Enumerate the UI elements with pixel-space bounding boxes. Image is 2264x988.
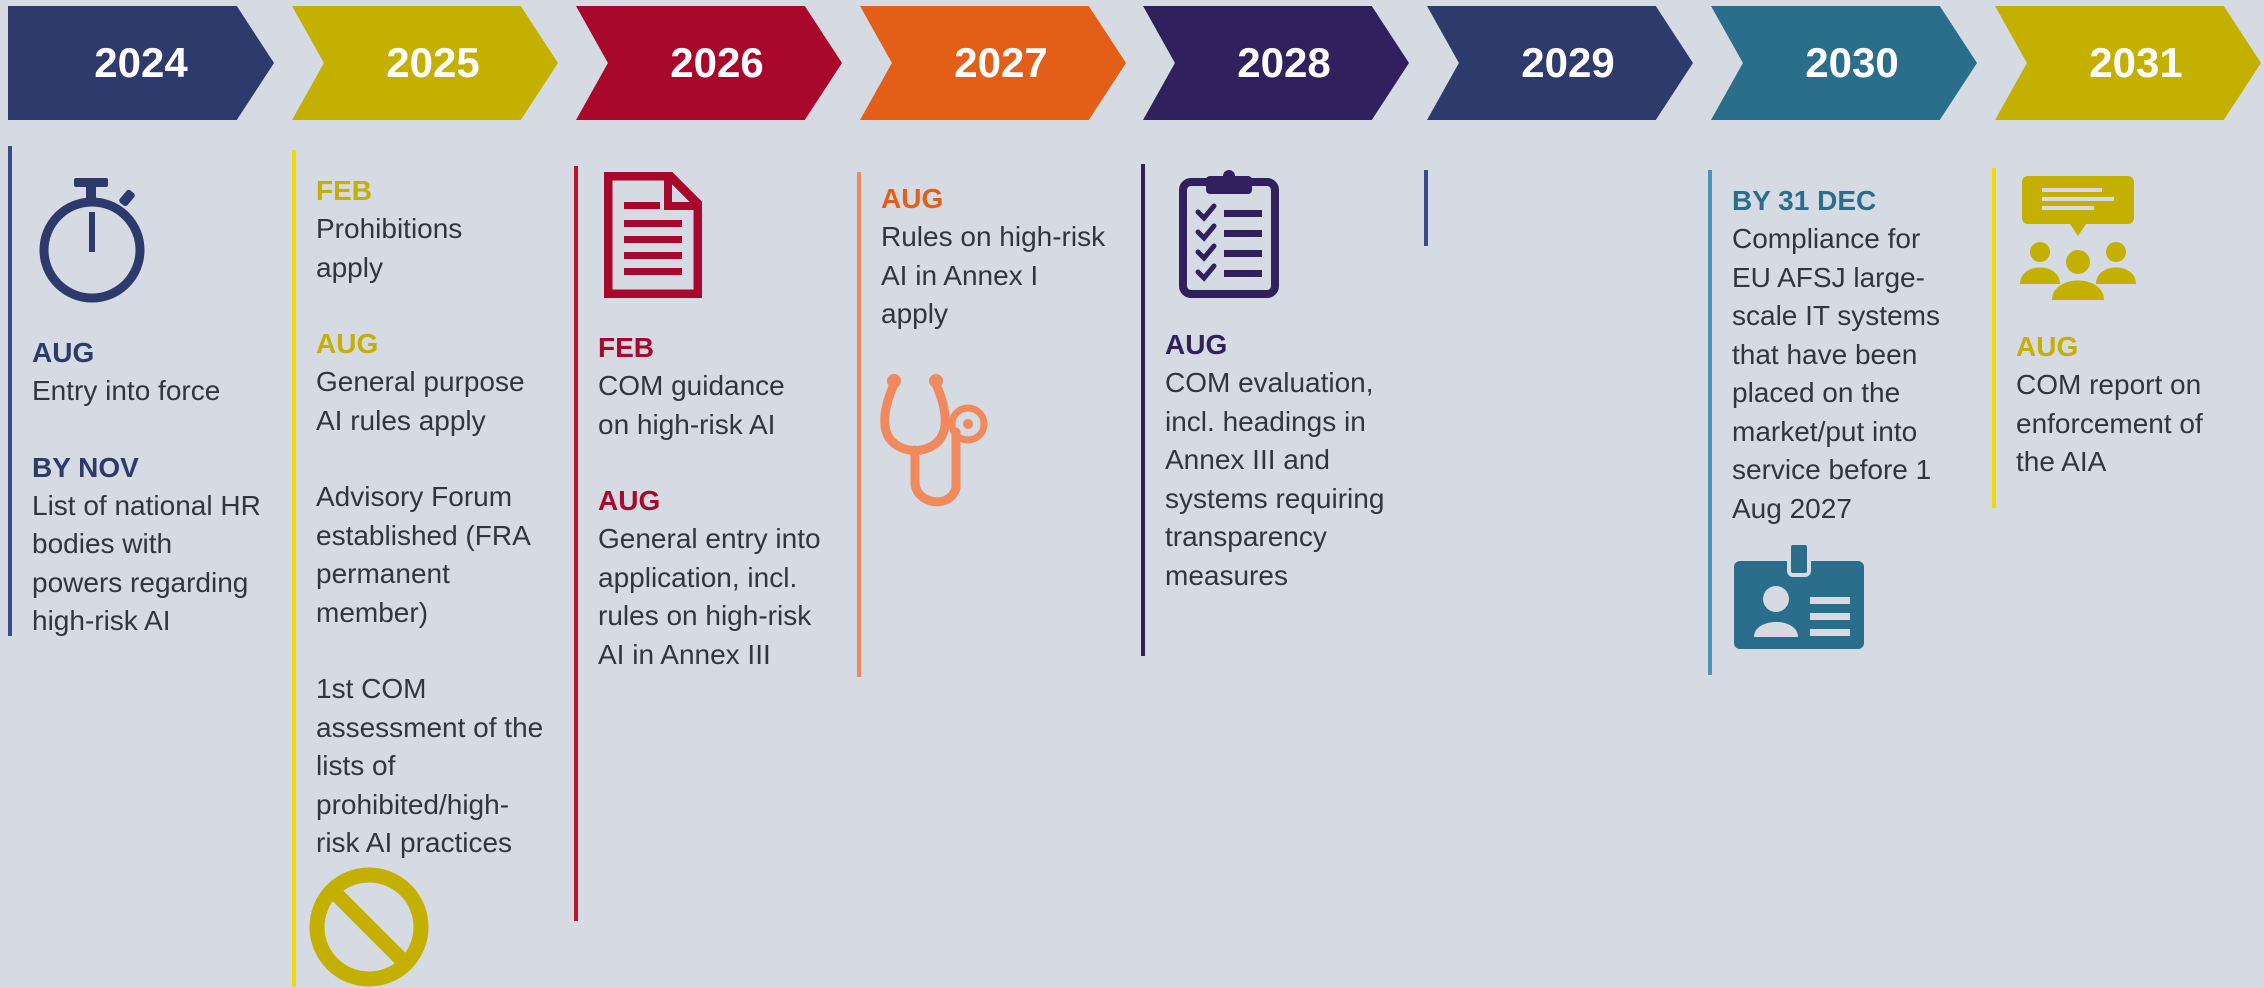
event-text: General entry into application, incl. ru… [598, 523, 821, 670]
year-chevron-2025: 2025 [292, 6, 558, 120]
event-month: AUG [32, 337, 95, 368]
year-label: 2029 [1521, 39, 1615, 86]
year-chevron-2028: 2028 [1143, 6, 1409, 120]
event-month: AUG [881, 183, 944, 214]
year-label: 2025 [386, 39, 480, 86]
column-2024: AUG Entry into force BY NOV List of nati… [8, 146, 272, 636]
column-2027: AUG Rules on high-risk AI in Annex I app… [857, 172, 1121, 677]
column-2026: FEB COM guidance on high-risk AI AUG Gen… [574, 166, 838, 921]
event-month: AUG [598, 485, 661, 516]
event-text: Advisory Forum established (FRA permanen… [316, 481, 530, 628]
year-chevron-2026: 2026 [576, 6, 842, 120]
year-label: 2024 [94, 39, 188, 86]
id-badge-icon [1734, 541, 1864, 649]
event-month: AUG [2016, 331, 2079, 362]
event-text: Prohibitions apply [316, 213, 463, 283]
event-text: COM report on enforcement of the AIA [2016, 369, 2203, 477]
year-label: 2031 [2089, 39, 2183, 86]
event-text: COM evaluation, incl. headings in Annex … [1165, 367, 1385, 591]
column-2029 [1424, 170, 1688, 246]
event-month: BY 31 DEC [1732, 185, 1877, 216]
column-2030: BY 31 DEC Compliance for EU AFSJ large-s… [1708, 170, 1972, 675]
event-text: Rules on high-risk AI in Annex I apply [881, 221, 1106, 329]
year-chevron-2024: 2024 [8, 6, 274, 120]
event-text: COM guidance on high-risk AI [598, 370, 785, 440]
stopwatch-icon [34, 176, 150, 304]
prohibited-icon [308, 866, 430, 988]
event-text: General purpose AI rules apply [316, 366, 525, 436]
document-icon [604, 172, 702, 298]
column-2031: AUG COM report on enforcement of the AIA [1992, 168, 2256, 508]
year-label: 2027 [954, 39, 1048, 86]
column-2025: FEB Prohibitions apply AUG General purpo… [292, 150, 556, 987]
event-month: AUG [1165, 329, 1228, 360]
event-text: Compliance for EU AFSJ large-scale IT sy… [1732, 223, 1940, 524]
stethoscope-icon [878, 372, 998, 514]
year-chevron-2027: 2027 [860, 6, 1126, 120]
event-month: AUG [316, 328, 379, 359]
year-label: 2026 [670, 39, 764, 86]
year-chevron-2029: 2029 [1427, 6, 1693, 120]
column-2028: AUG COM evaluation, incl. headings in An… [1141, 164, 1405, 656]
event-month: FEB [316, 175, 372, 206]
year-chevron-2030: 2030 [1711, 6, 1977, 120]
event-text: 1st COM assessment of the lists of prohi… [316, 673, 544, 858]
year-label: 2028 [1237, 39, 1331, 86]
event-month: BY NOV [32, 451, 139, 483]
group-discussion-icon [2020, 174, 2138, 302]
year-label: 2030 [1805, 39, 1899, 86]
event-month: FEB [598, 332, 654, 363]
year-chevron-2031: 2031 [1995, 6, 2261, 120]
clipboard-checklist-icon [1178, 170, 1280, 298]
event-text: List of national HR bodies with powers r… [32, 489, 261, 637]
event-text: Entry into force [32, 375, 221, 406]
